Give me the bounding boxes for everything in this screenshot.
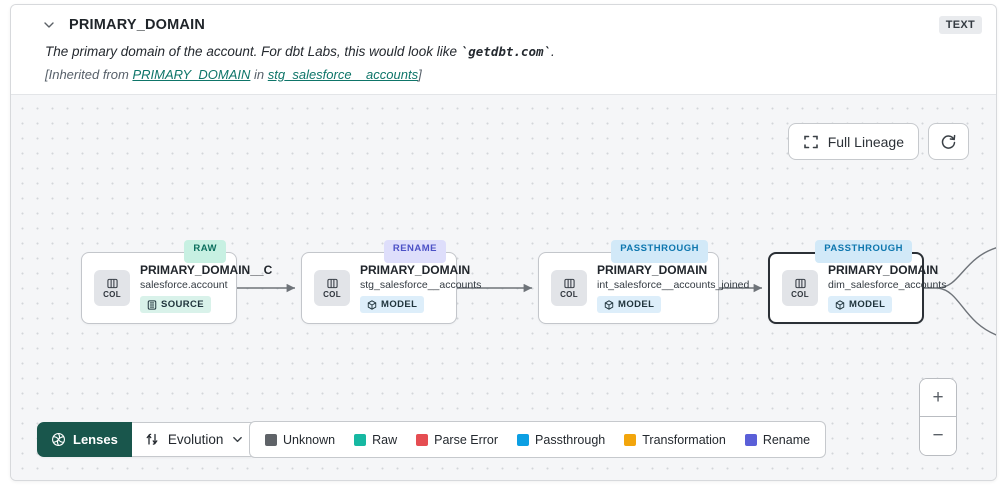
edge-4-out-bottom (937, 287, 996, 336)
legend-item: Parse Error (416, 433, 498, 447)
lens-select-dropdown[interactable]: Evolution (131, 422, 258, 457)
inline-code: `getdbt.com` (460, 44, 552, 59)
node-column-name: PRIMARY_DOMAIN__C (140, 263, 273, 277)
resource-type-badge: MODEL (360, 296, 425, 313)
refresh-button[interactable] (928, 123, 969, 160)
model-cube-icon (604, 299, 614, 310)
expand-icon (803, 134, 819, 150)
lineage-node-int[interactable]: PASSTHROUGH COL PRIMARY_DOMAIN int_sales… (538, 240, 750, 324)
lens-aperture-icon (51, 432, 66, 447)
node-column-name: PRIMARY_DOMAIN (828, 263, 939, 277)
lineage-node-stg[interactable]: RENAME COL PRIMARY_DOMAIN stg_salesforce… (301, 240, 482, 324)
data-type-badge: TEXT (938, 16, 982, 34)
column-title: PRIMARY_DOMAIN (69, 17, 205, 33)
column-icon: COL (551, 270, 587, 306)
canvas-toolbar: Full Lineage (787, 123, 969, 160)
column-icon: COL (94, 270, 130, 306)
lenses-control: Lenses Evolution (37, 422, 258, 457)
full-lineage-button[interactable]: Full Lineage (787, 123, 919, 160)
column-icon: COL (314, 270, 350, 306)
model-cube-icon (367, 299, 377, 310)
zoom-out-button[interactable]: − (920, 417, 956, 455)
legend-item: Passthrough (517, 433, 605, 447)
lineage-node-dim-selected[interactable]: PASSTHROUGH COL PRIMARY_DOMAIN dim_sales… (768, 240, 947, 324)
evolution-icon (145, 432, 159, 447)
refresh-icon (940, 133, 957, 150)
lineage-edges (237, 247, 996, 336)
legend-item: Rename (744, 433, 810, 447)
inherited-from-line: [Inherited from PRIMARY_DOMAIN in stg_sa… (45, 67, 422, 82)
legend-swatch (744, 433, 757, 446)
legend-item: Unknown (265, 433, 335, 447)
lineage-canvas[interactable]: Full Lineage RAW COL PRIMARY_DOMAIN__C (11, 94, 996, 480)
node-column-name: PRIMARY_DOMAIN (597, 263, 708, 277)
inherited-column-link[interactable]: PRIMARY_DOMAIN (132, 67, 251, 82)
column-description: The primary domain of the account. For d… (45, 44, 555, 59)
lineage-node-source[interactable]: RAW COL PRIMARY_DOMAIN__C salesforce.acc… (81, 240, 273, 324)
chevron-down-icon (232, 434, 243, 445)
source-icon (147, 299, 157, 310)
node-model-name: stg_salesforce__accounts (360, 279, 482, 291)
node-model-name: salesforce.account (140, 279, 228, 291)
evolution-badge: RAW (184, 240, 226, 263)
legend-swatch (517, 433, 530, 446)
zoom-in-button[interactable]: + (920, 379, 956, 417)
evolution-badge: RENAME (383, 240, 446, 263)
column-lineage-panel: PRIMARY_DOMAIN TEXT The primary domain o… (10, 4, 997, 481)
legend-item: Raw (354, 433, 397, 447)
inherited-model-link[interactable]: stg_salesforce__accounts (267, 67, 419, 82)
node-column-name: PRIMARY_DOMAIN (360, 263, 471, 277)
header: PRIMARY_DOMAIN TEXT The primary domain o… (11, 5, 996, 100)
resource-type-badge: MODEL (828, 296, 893, 313)
zoom-controls: + − (919, 378, 957, 456)
legend-swatch (265, 433, 277, 446)
evolution-legend: Unknown Raw Parse Error Passthrough Tran… (249, 421, 827, 458)
evolution-badge: PASSTHROUGH (815, 240, 912, 263)
node-model-name: dim_salesforce_accounts (828, 279, 947, 291)
resource-type-badge: SOURCE (140, 296, 212, 313)
node-model-name: int_salesforce__accounts_joined (597, 279, 750, 291)
column-icon: COL (782, 270, 818, 306)
legend-swatch (416, 433, 429, 446)
evolution-badge: PASSTHROUGH (611, 240, 708, 263)
model-cube-icon (835, 299, 845, 310)
legend-item: Transformation (624, 433, 726, 447)
resource-type-badge: MODEL (597, 296, 662, 313)
legend-swatch (624, 433, 637, 446)
legend-swatch (354, 433, 367, 446)
lenses-button[interactable]: Lenses (37, 422, 132, 457)
collapse-chevron-icon[interactable] (39, 15, 59, 35)
